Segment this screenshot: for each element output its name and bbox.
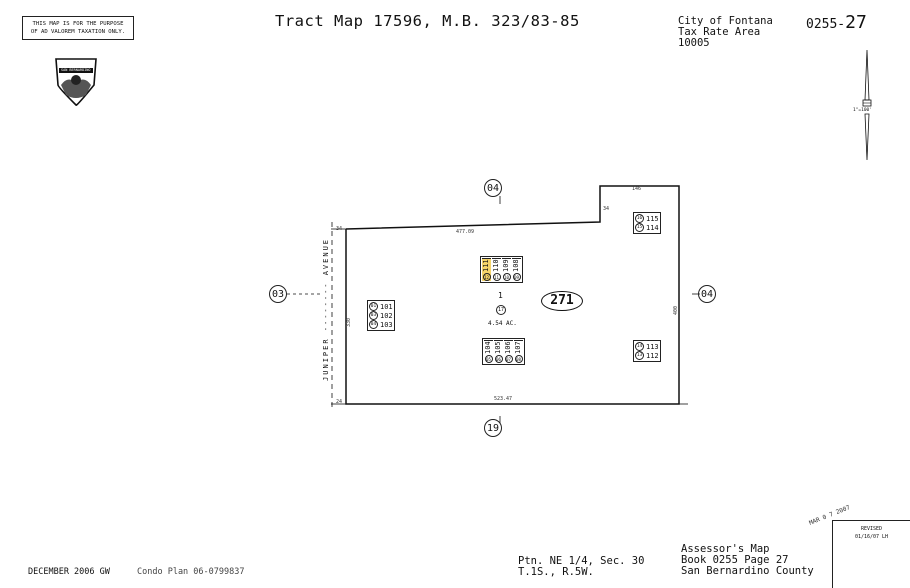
lot-circle-label: 11 <box>492 273 501 281</box>
map-code-prefix: 0255- <box>806 17 846 32</box>
dimension-notch-top: 146 <box>632 186 642 192</box>
revised-date: 01/16/07 LH <box>854 534 889 540</box>
dimension-bottom: 523.47 <box>494 396 513 402</box>
lot-circle-label: 14 <box>635 342 644 351</box>
lot-label: 114 <box>646 223 659 232</box>
dimension-top: 477.09 <box>456 229 475 235</box>
dimension-right: 400 <box>673 306 679 316</box>
lot-circle-label: 04 <box>369 320 378 329</box>
north-arrow-icon <box>862 50 872 161</box>
lot-label: 106 <box>504 340 513 354</box>
lot-label: 115 <box>646 214 659 223</box>
dimension-notch: 34 <box>603 206 610 212</box>
lot-circle-label: 06 <box>494 355 503 363</box>
lot-circle: 17 <box>496 305 506 315</box>
lot-number: 1 <box>498 291 503 300</box>
parcel-acreage: 4.54 AC. <box>488 320 517 327</box>
lot-label: 107 <box>514 340 523 354</box>
neighbor-west-circle[interactable]: 03 <box>269 285 287 303</box>
lot-circle-label: 01 <box>369 302 378 311</box>
assessor-line-1: Assessor's Map <box>681 543 770 555</box>
lot-circle-label: 03 <box>369 311 378 320</box>
street-name: JUNIPER -------- AVENUE <box>322 238 330 381</box>
lot-circle-label: 15 <box>635 223 644 232</box>
tax-rate-area-number: 10005 <box>678 37 710 49</box>
city-name: City of Fontana <box>678 15 773 27</box>
lot-circle-label: 10 <box>502 273 511 281</box>
dimension-corner-top-left: 34 <box>336 226 343 232</box>
map-code: 0255-27 <box>806 12 867 33</box>
disclaimer-box: THIS MAP IS FOR THE PURPOSE OF AD VALORE… <box>22 16 134 40</box>
lot-label: 110 <box>492 258 501 272</box>
dimension-left: 330 <box>346 318 352 328</box>
lot-label: 104 <box>484 340 493 354</box>
tax-rate-area-label: Tax Rate Area <box>678 26 761 38</box>
revised-box: REVISED 01/16/07 LH <box>832 520 910 588</box>
tax-area-block: City of Fontana Tax Rate Area 10005 <box>678 16 773 49</box>
lot-label: 113 <box>646 342 659 351</box>
footer-condo-plan: Condo Plan 06-0799837 <box>137 567 245 577</box>
assessor-line-2: Book 0255 Page 27 <box>681 554 789 566</box>
disclaimer-line-1: THIS MAP IS FOR THE PURPOSE <box>32 21 124 27</box>
lot-label: 101 <box>380 302 393 311</box>
lot-label: 102 <box>380 311 393 320</box>
lot-circle-label: 07 <box>504 355 513 363</box>
lot-label: 109 <box>502 258 511 272</box>
lot-circle-label: 16 <box>635 214 644 223</box>
footer-date: DECEMBER 2006 GW <box>28 567 110 577</box>
seal-text: SAN BERNARDINO <box>61 68 91 72</box>
lot-circle-label: 05 <box>484 355 493 363</box>
neighbor-east-circle[interactable]: 04 <box>698 285 716 303</box>
lot-label: 105 <box>494 340 503 354</box>
lot-circle-label: 08 <box>514 355 523 363</box>
scale-label: 1"=100' <box>853 108 872 113</box>
disclaimer-line-2: OF AD VALOREM TAXATION ONLY. <box>30 29 126 35</box>
neighbor-south-circle[interactable]: 19 <box>484 419 502 437</box>
page-title: Tract Map 17596, M.B. 323/83-85 <box>275 12 580 30</box>
county-seal-icon <box>55 58 97 106</box>
footer-assessor-block: Assessor's Map Book 0255 Page 27 San Ber… <box>681 544 814 577</box>
footer-section-block: Ptn. NE 1/4, Sec. 30 T.1S., R.5W. <box>518 556 644 578</box>
footer-ptn: Ptn. NE 1/4, Sec. 30 <box>518 555 645 567</box>
revised-label: REVISED <box>860 526 883 532</box>
dimension-corner-bottom-left: 24 <box>336 399 343 405</box>
lot-label: 103 <box>380 320 393 329</box>
lot-circle-label: 09 <box>512 273 521 281</box>
lot-label: 112 <box>646 351 659 360</box>
lot-label: 111 <box>482 258 491 272</box>
map-code-page: 27 <box>845 12 867 33</box>
footer-township: T.1S., R.5W. <box>518 566 594 578</box>
assessor-line-3: San Bernardino County <box>681 565 814 577</box>
parcel-number[interactable]: 271 <box>541 291 583 311</box>
lot-label: 108 <box>512 258 521 272</box>
neighbor-north-circle[interactable]: 04 <box>484 179 502 197</box>
lot-circle-label: 13 <box>635 351 644 360</box>
lot-circle-label: 12 <box>482 273 491 281</box>
